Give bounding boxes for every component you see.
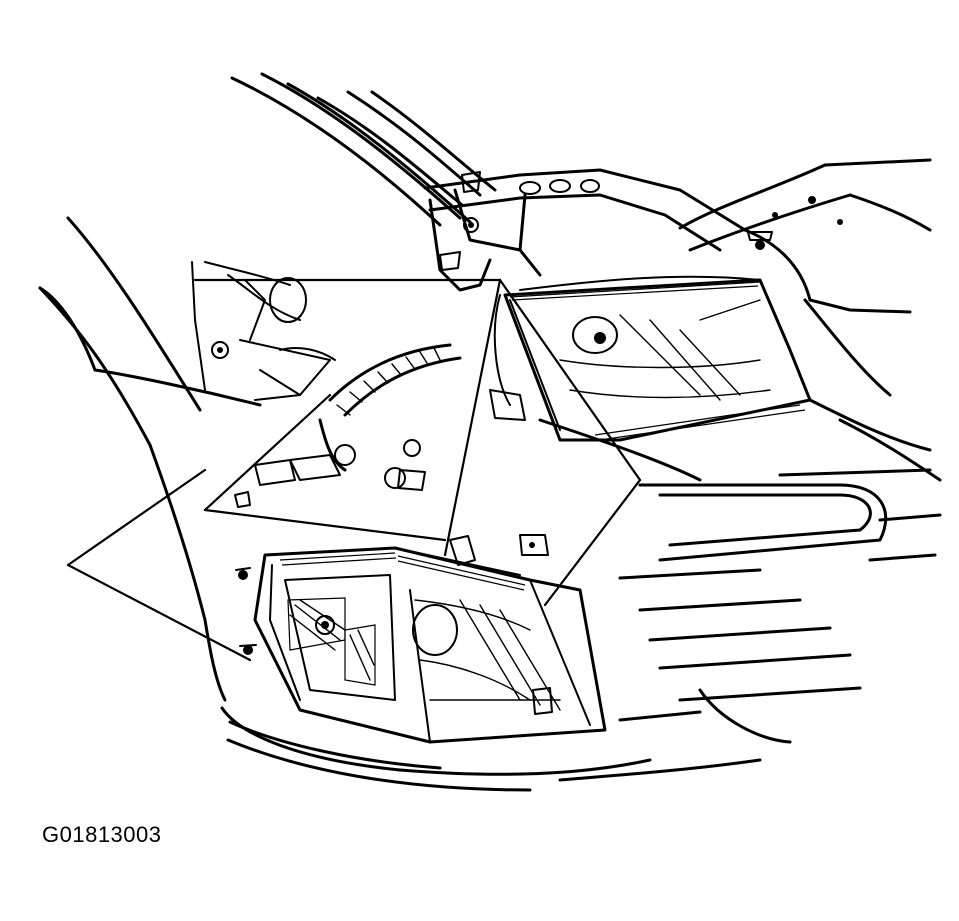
engine-bay-detail — [191, 261, 336, 401]
wiring-harness — [234, 343, 462, 508]
figure-id-label: G01813003 — [42, 822, 162, 847]
hood-edge-lines — [230, 72, 497, 227]
front-fascia — [538, 398, 942, 744]
callout-leaders — [66, 278, 642, 662]
fender-outline — [38, 216, 262, 702]
radiator-support — [423, 158, 932, 397]
mounting-bracket — [428, 171, 542, 421]
headlamp-assembly — [235, 534, 607, 744]
lower-fascia — [220, 706, 762, 792]
installed-headlamp — [493, 275, 812, 442]
